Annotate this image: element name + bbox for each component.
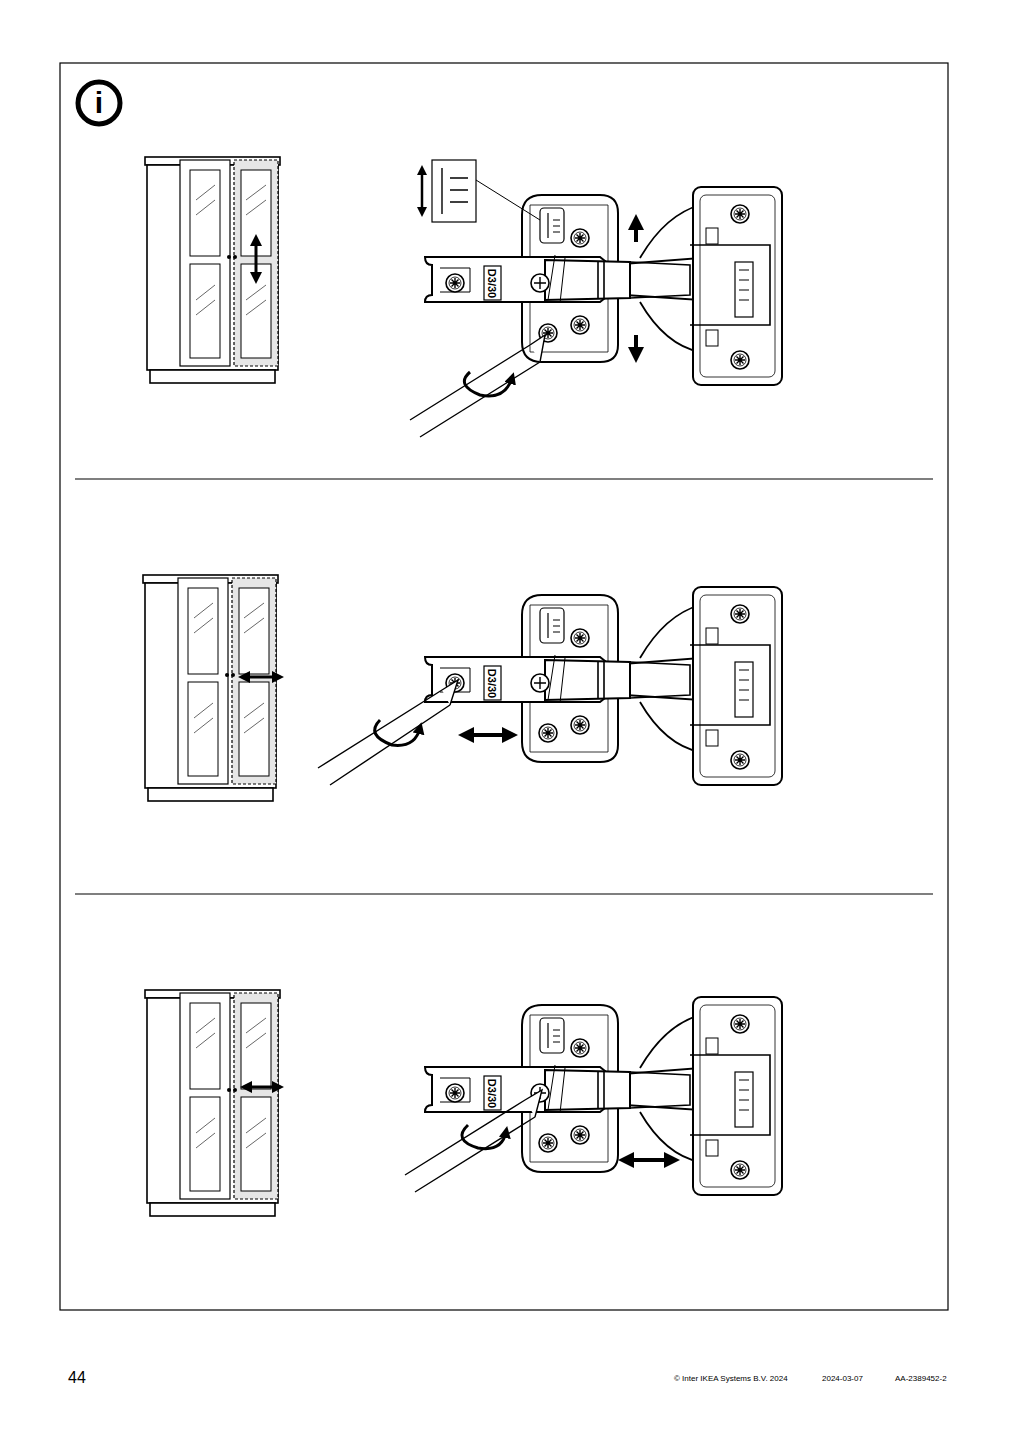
hinge-marking: D3/30	[486, 268, 497, 297]
hinge-marking: D3/30	[486, 668, 497, 697]
document-code: AA-2389452-2	[895, 1375, 947, 1383]
info-icon: i	[95, 88, 103, 118]
page-number: 44	[68, 1370, 86, 1386]
hinge-marking: D3/30	[486, 1078, 497, 1107]
date-stamp: 2024-03-07	[822, 1375, 863, 1383]
copyright-note: © Inter IKEA Systems B.V. 2024	[674, 1375, 788, 1383]
